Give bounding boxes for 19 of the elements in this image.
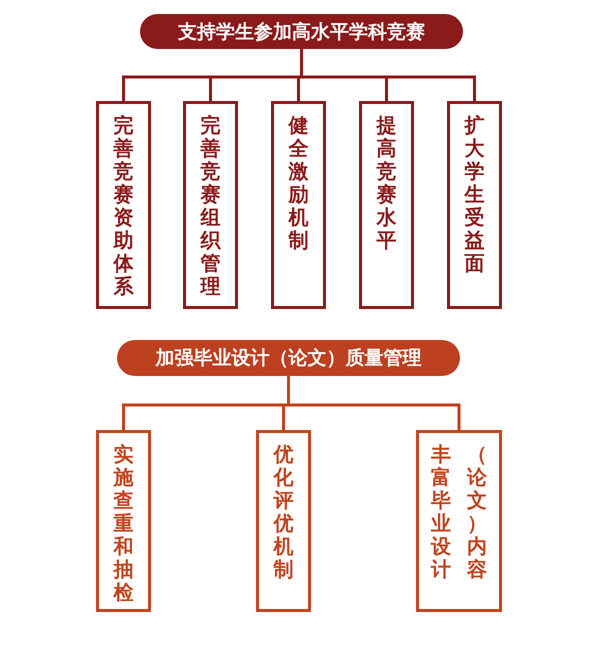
text-box [416, 430, 502, 612]
connector-line [287, 376, 460, 430]
text-box [359, 101, 414, 309]
box-label: 扩大学生受益面 [464, 114, 486, 275]
box-label: 健全激励机制 [288, 114, 310, 252]
title-pill: 支持学生参加高水平学科竞赛 [140, 14, 463, 49]
box-label: 实施查重和抽检 [112, 443, 134, 604]
text-box [271, 101, 326, 309]
box-label: 丰富毕业设计（论文）内容 [430, 443, 488, 583]
box-label: 提高竞赛水平 [376, 114, 398, 252]
text-box [447, 101, 502, 309]
box-label: 优化评优机制 [272, 443, 294, 581]
title-pill: 加强毕业设计（论文）质量管理 [117, 340, 460, 376]
text-box [96, 101, 151, 309]
box-label: 完善竞赛组织管理 [200, 114, 222, 298]
box-label: 完善竞赛资助体系 [112, 114, 134, 298]
text-box [183, 101, 238, 309]
text-box [256, 430, 311, 612]
text-box [96, 430, 151, 612]
